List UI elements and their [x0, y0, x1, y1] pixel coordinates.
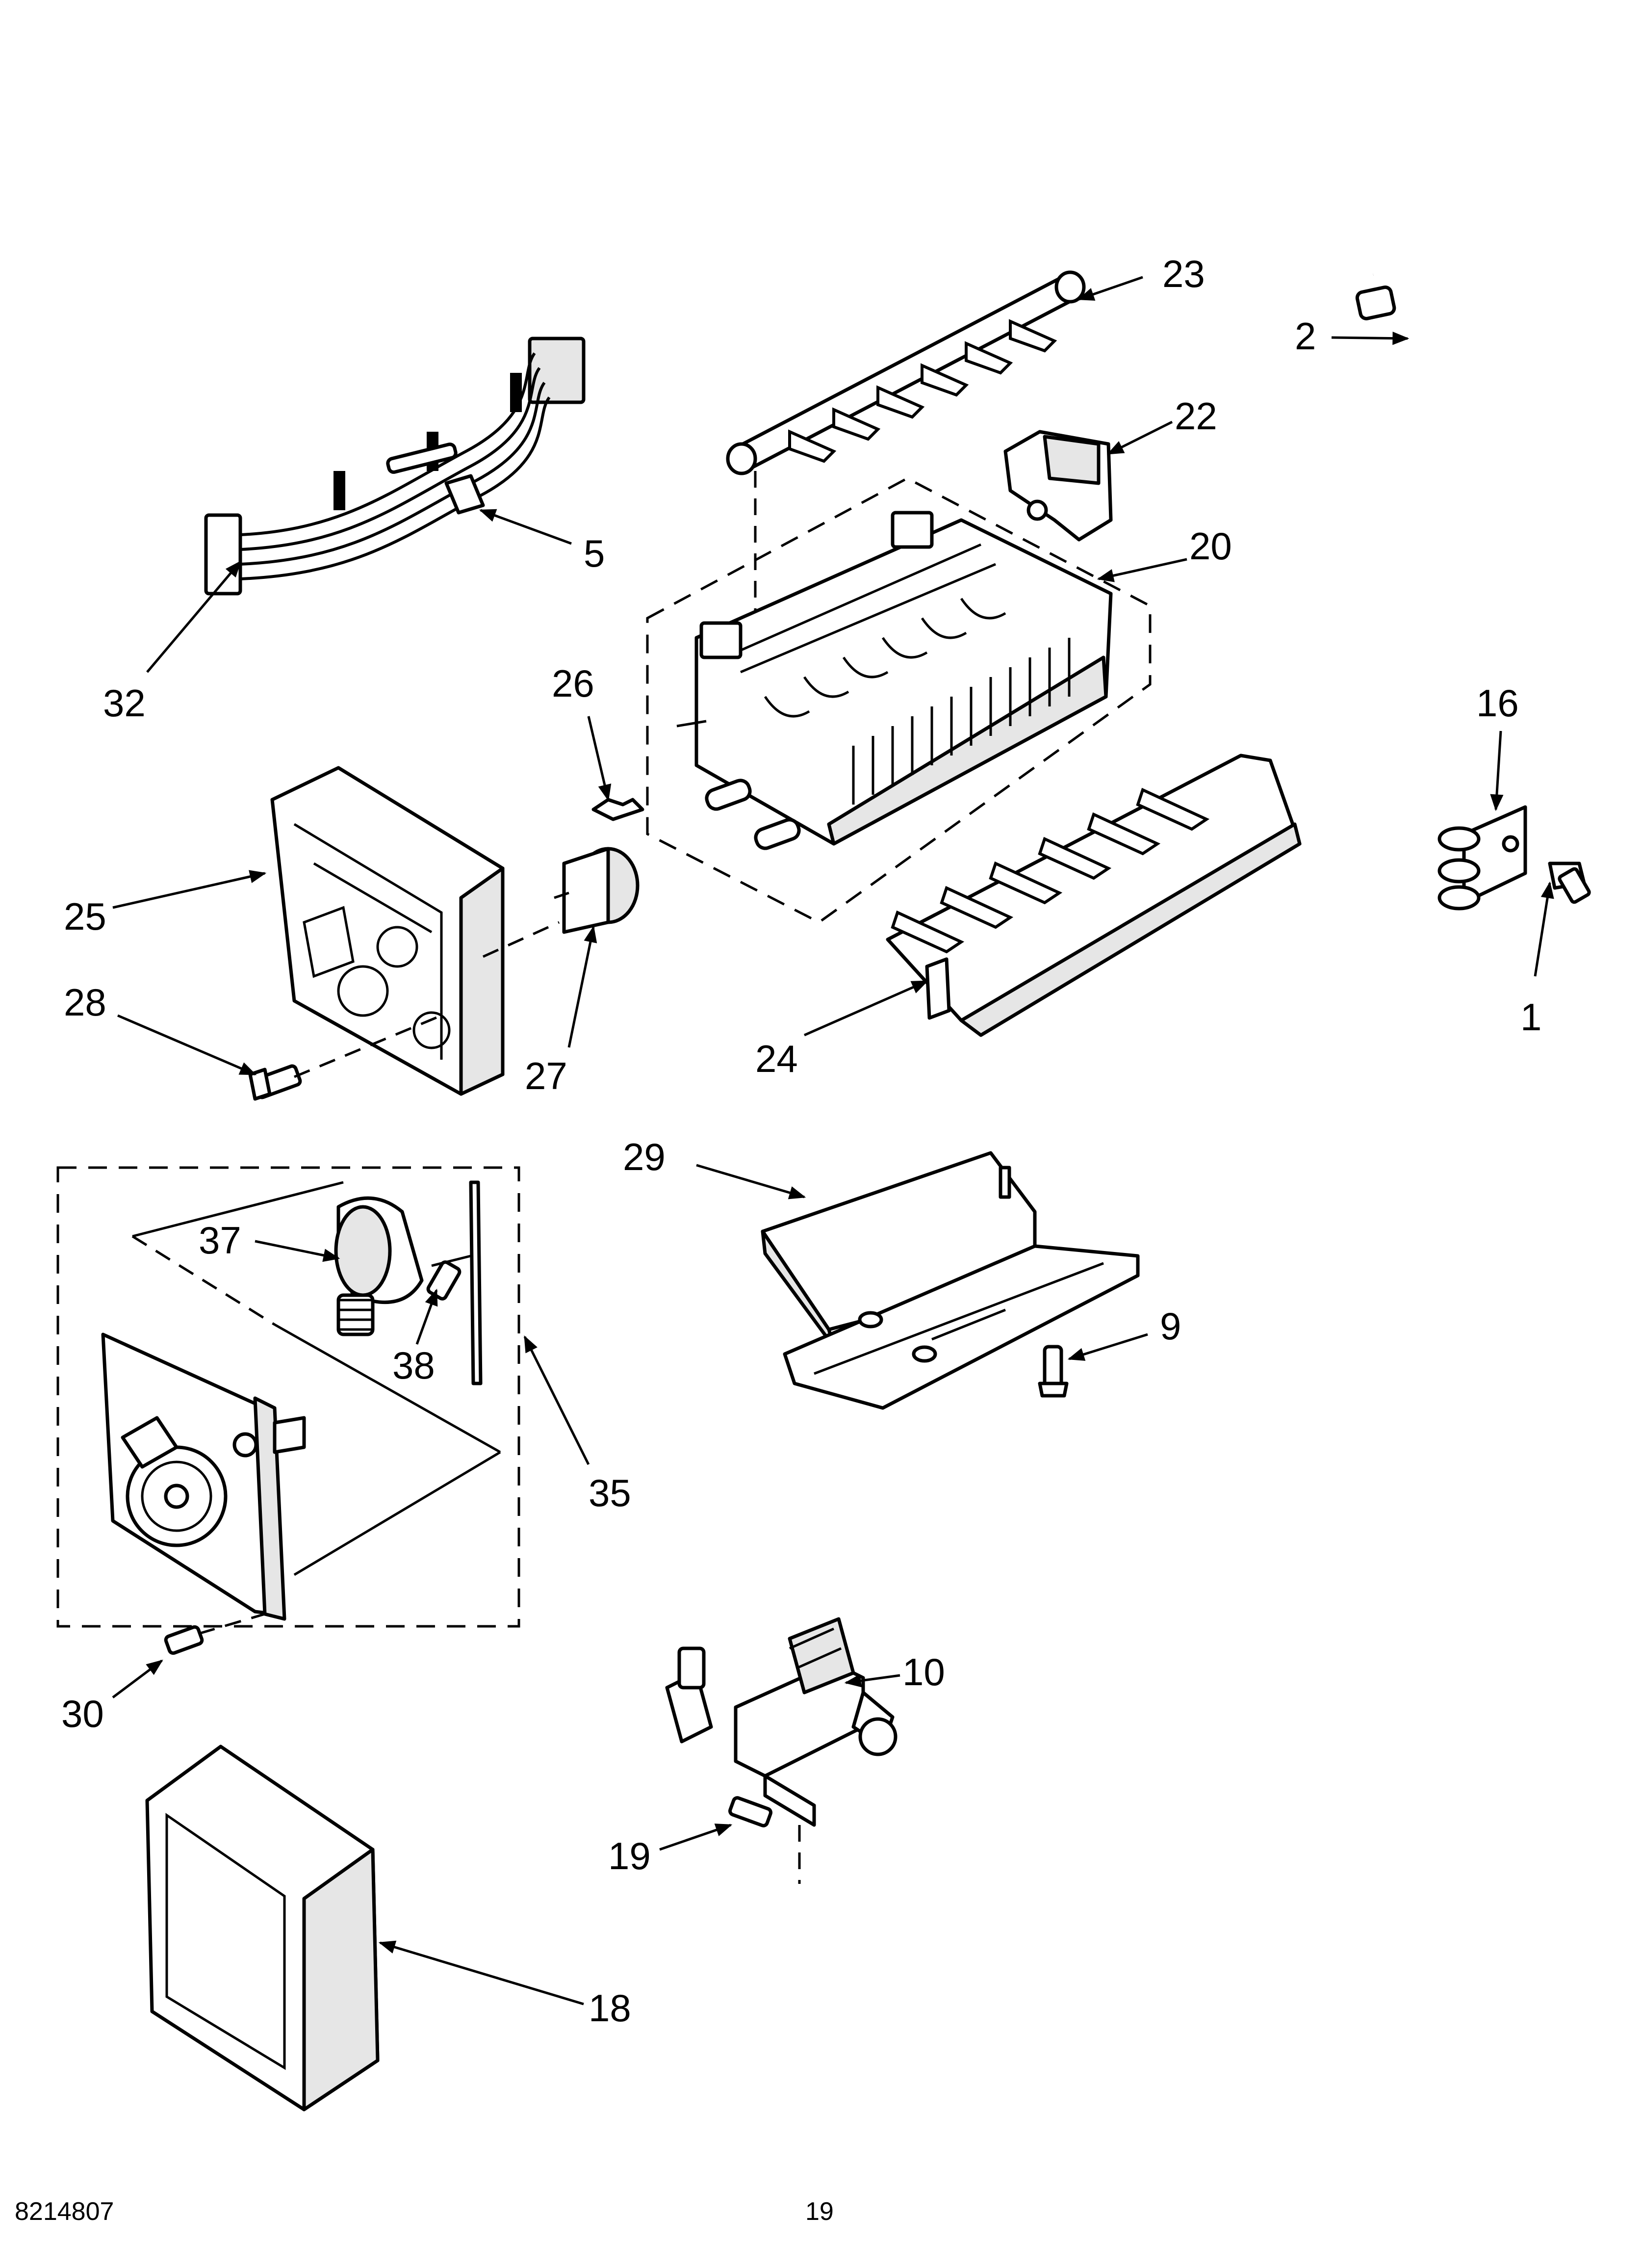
callout-leaders — [112, 276, 1554, 2006]
callout-37: 37 — [199, 1219, 241, 1262]
document-number: 8214807 — [15, 2197, 114, 2226]
foam-block-part — [145, 1745, 380, 2112]
motor-module-part — [101, 1181, 501, 1621]
control-housing-part — [270, 766, 505, 1096]
thermostat-clip-part — [591, 798, 644, 821]
callout-labels: 23 2 22 5 20 32 26 16 25 1 28 27 24 29 3… — [61, 252, 1541, 2030]
callout-18: 18 — [589, 1986, 631, 2030]
page-number: 19 — [805, 2197, 834, 2226]
ice-stripper-part — [886, 754, 1302, 1037]
callout-9: 9 — [1160, 1304, 1181, 1348]
callout-30: 30 — [61, 1692, 104, 1735]
callout-5: 5 — [584, 532, 605, 575]
callout-22: 22 — [1175, 394, 1217, 438]
callout-29: 29 — [623, 1135, 666, 1178]
callout-16: 16 — [1476, 681, 1519, 725]
callout-19: 19 — [608, 1834, 651, 1877]
tube-bracket-part — [1437, 805, 1527, 911]
motor-module-assembly-outline — [56, 1166, 520, 1628]
harness-clip-part — [444, 474, 485, 515]
callout-23: 23 — [1162, 252, 1205, 295]
drive-motor-part — [334, 1180, 483, 1385]
callout-20: 20 — [1189, 524, 1232, 568]
shelf-cover-part — [761, 1151, 1140, 1410]
callout-38: 38 — [392, 1344, 435, 1387]
callout-25: 25 — [64, 895, 106, 938]
thermostat-part — [554, 847, 640, 934]
ejector-part — [726, 270, 1086, 475]
callout-35: 35 — [589, 1471, 631, 1514]
housing-screw-part — [248, 1064, 302, 1101]
callout-2: 2 — [1295, 314, 1316, 358]
bracket-screw-part — [1548, 861, 1591, 904]
callout-10: 10 — [902, 1650, 945, 1694]
callout-28: 28 — [64, 981, 106, 1024]
wire-harness-part — [204, 337, 586, 596]
module-screw-part — [164, 1625, 204, 1655]
callout-1: 1 — [1520, 995, 1541, 1039]
callout-24: 24 — [755, 1037, 798, 1080]
ice-mold-assembly-outline — [646, 477, 1152, 924]
fill-cup-part — [1003, 430, 1113, 542]
cover-screw-part — [1038, 1345, 1069, 1398]
fill-tube-part — [798, 264, 1434, 2142]
water-valve-part — [665, 1617, 898, 1827]
valve-screw-part — [728, 1796, 772, 1827]
ice-mold-part — [676, 511, 1113, 850]
callout-32: 32 — [103, 681, 146, 725]
callout-26: 26 — [552, 662, 594, 705]
callout-27: 27 — [525, 1054, 567, 1097]
